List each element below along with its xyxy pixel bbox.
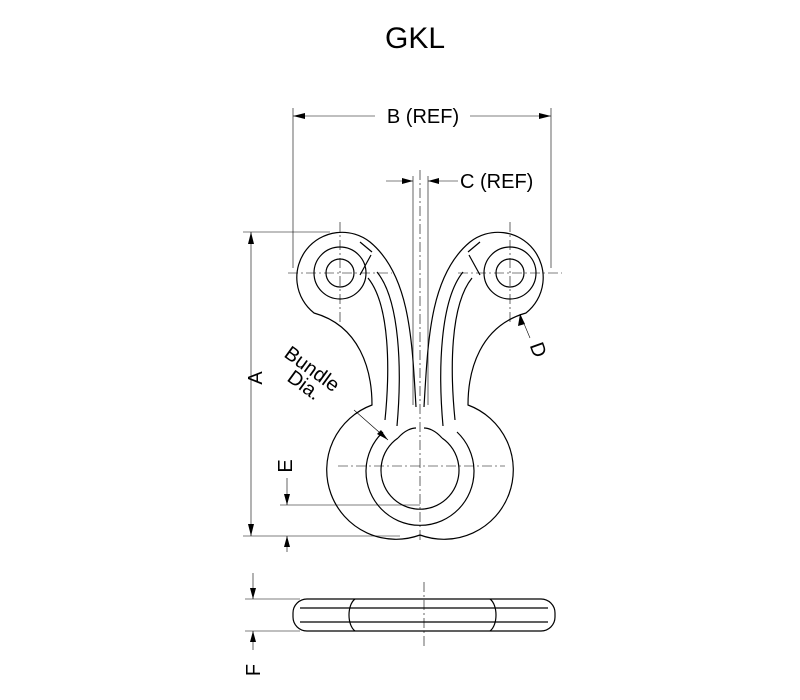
hook-inner-channel-left <box>367 277 389 421</box>
dimension-d-label: D <box>525 339 551 360</box>
dimension-b: B (REF) <box>292 106 552 268</box>
dimension-b-label: B (REF) <box>387 106 459 128</box>
hook-outer-profile-right <box>419 231 544 540</box>
dimension-e: E <box>275 459 420 552</box>
dimension-a: A <box>243 231 400 537</box>
dimension-a-label: A <box>245 371 267 385</box>
hook-inner-channel-right-2 <box>440 271 464 427</box>
dimension-c: C (REF) <box>386 171 533 405</box>
drawing-title: GKL <box>385 22 445 55</box>
bundle-seat-arc <box>380 437 460 510</box>
dimension-c-label: C (REF) <box>460 171 533 193</box>
hook-top-view <box>288 170 562 540</box>
dimension-e-label: E <box>275 459 297 472</box>
hook-inner-channel-right <box>451 277 473 421</box>
hook-outer-profile-left <box>296 231 421 540</box>
dimension-f: F <box>243 573 300 676</box>
hook-inner-channel-left-2 <box>376 271 400 427</box>
dimension-f-label: F <box>243 664 265 676</box>
bundle-seat-top <box>397 427 443 439</box>
hook-side-view <box>292 582 556 648</box>
dimension-d: D <box>518 313 551 361</box>
